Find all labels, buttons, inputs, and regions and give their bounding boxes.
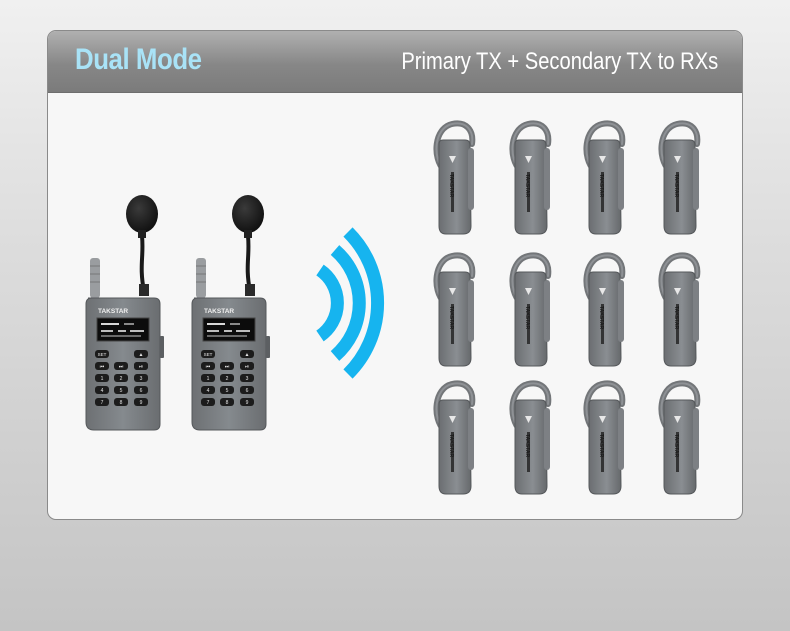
receiver-device: TAKSTAR: [436, 123, 474, 234]
keypad-key: [95, 386, 109, 394]
keypad-key-label: SET: [204, 352, 213, 357]
keypad-key-label: ▲: [245, 352, 250, 358]
receiver-device: TAKSTAR: [661, 255, 699, 366]
keypad-key-label: 5: [226, 388, 229, 394]
keypad-key: [201, 374, 215, 382]
card-header: Dual Mode Primary TX + Secondary TX to R…: [48, 31, 742, 93]
keypad-key-label: 7: [207, 400, 210, 406]
mode-card: Dual Mode Primary TX + Secondary TX to R…: [47, 30, 743, 520]
keypad-key: [114, 386, 128, 394]
receiver-brand-label: TAKSTAR: [448, 434, 454, 458]
keypad-key-label: SET: [98, 352, 107, 357]
tx-brand-label: TAKSTAR: [98, 308, 128, 315]
receiver-brand-label: TAKSTAR: [598, 174, 604, 198]
keypad-key: [220, 374, 234, 382]
keypad-key-label: 7: [101, 400, 104, 406]
keypad-key-label: 1: [207, 376, 210, 382]
keypad-key-label: 9: [140, 400, 143, 406]
keypad-key-label: ⏭: [225, 364, 230, 370]
keypad-key: [95, 398, 109, 406]
keypad-key: [240, 362, 254, 370]
receiver-device: TAKSTAR: [661, 123, 699, 234]
keypad-key-label: 1: [101, 376, 104, 382]
receiver-brand-label: TAKSTAR: [598, 306, 604, 330]
keypad-key: [240, 374, 254, 382]
keypad-key-label: 2: [120, 376, 123, 382]
receiver-brand-label: TAKSTAR: [524, 306, 530, 330]
keypad-key: [95, 362, 109, 370]
receiver-device: TAKSTAR: [512, 383, 550, 494]
keypad-key-label: 5: [120, 388, 123, 394]
receiver-brand-label: TAKSTAR: [673, 174, 679, 198]
receiver-brand-label: TAKSTAR: [524, 434, 530, 458]
receiver-device: TAKSTAR: [586, 383, 624, 494]
receiver-grid: TAKSTAR TAKSTAR TAKSTAR TAKSTAR TAKSTAR TAKST…: [436, 123, 699, 494]
keypad-key: [240, 398, 254, 406]
keypad-key: [220, 362, 234, 370]
keypad-key-label: ⏮: [100, 364, 105, 370]
receiver-brand-label: TAKSTAR: [448, 174, 454, 198]
keypad-key: [201, 386, 215, 394]
receiver-brand-label: TAKSTAR: [673, 434, 679, 458]
keypad-key: [134, 362, 148, 370]
keypad-key: [134, 398, 148, 406]
receiver-brand-label: TAKSTAR: [598, 434, 604, 458]
keypad-key: [114, 398, 128, 406]
keypad-key-label: ⏭: [119, 364, 124, 370]
keypad-key: [220, 386, 234, 394]
keypad-key-label: 4: [207, 388, 210, 394]
keypad-key-label: 3: [140, 376, 143, 382]
keypad-key: [134, 386, 148, 394]
keypad-key-label: ⏯: [245, 364, 249, 370]
receiver-device: TAKSTAR: [512, 123, 550, 234]
signal-waves-icon: [316, 227, 384, 379]
keypad-key-label: ⏯: [139, 364, 143, 370]
keypad-key: [95, 350, 109, 358]
receiver-device: TAKSTAR: [436, 255, 474, 366]
card-title: Dual Mode: [75, 43, 202, 76]
keypad-key: [114, 374, 128, 382]
tx-brand-label: TAKSTAR: [204, 308, 234, 315]
keypad-key-label: ▲: [139, 352, 144, 358]
keypad-key-label: 9: [246, 400, 249, 406]
receiver-brand-label: TAKSTAR: [448, 306, 454, 330]
receiver-device: TAKSTAR: [586, 255, 624, 366]
keypad-key: [201, 398, 215, 406]
keypad-key: [220, 398, 234, 406]
keypad-key-label: ⏮: [206, 364, 211, 370]
receiver-device: TAKSTAR: [661, 383, 699, 494]
keypad-key: [201, 362, 215, 370]
keypad-key-label: 4: [101, 388, 104, 394]
keypad-key-label: 3: [246, 376, 249, 382]
keypad-key: [114, 362, 128, 370]
keypad-key-label: 8: [226, 400, 229, 406]
keypad-key: [134, 374, 148, 382]
card-subtitle: Primary TX + Secondary TX to RXs: [401, 48, 718, 75]
keypad-key-label: 8: [120, 400, 123, 406]
receiver-device: TAKSTAR: [436, 383, 474, 494]
keypad-key-label: 2: [226, 376, 229, 382]
receiver-device: TAKSTAR: [586, 123, 624, 234]
keypad-key: [95, 374, 109, 382]
receiver-brand-label: TAKSTAR: [524, 174, 530, 198]
keypad-key-label: 6: [246, 388, 249, 394]
keypad-key: [240, 386, 254, 394]
keypad-key: [134, 350, 148, 358]
receiver-device: TAKSTAR: [512, 255, 550, 366]
keypad-key: [201, 350, 215, 358]
keypad-key-label: 6: [140, 388, 143, 394]
receiver-brand-label: TAKSTAR: [673, 306, 679, 330]
keypad-key: [240, 350, 254, 358]
